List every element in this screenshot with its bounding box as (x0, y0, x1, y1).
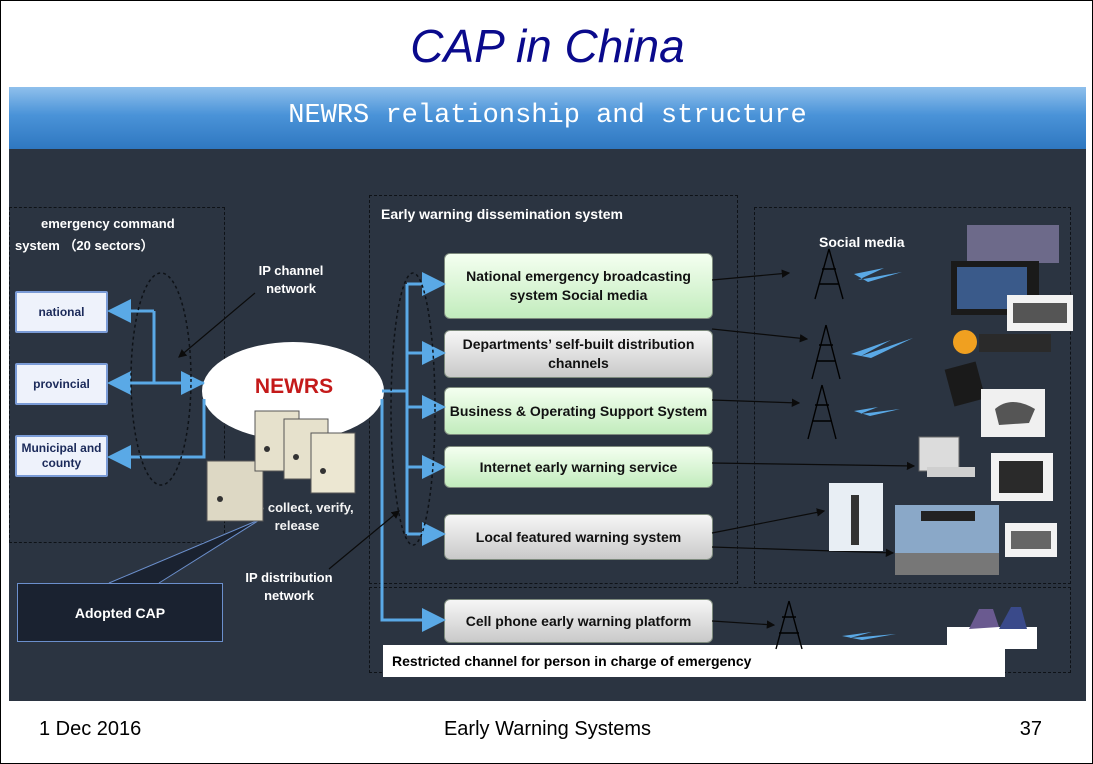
subtitle-banner: NEWRS relationship and structure (9, 87, 1086, 149)
emergency-command-heading: emergency command (41, 216, 175, 231)
footer-date: 1 Dec 2016 (39, 718, 142, 740)
diagram-panel: emergency command system （20 sectors） na… (9, 149, 1086, 701)
ip-channel-label: IP channel network (258, 263, 324, 296)
left-connectors (107, 299, 206, 469)
channel-internet: Internet early warning service (444, 446, 713, 488)
distribution-connectors (380, 272, 446, 632)
signal-waves (842, 268, 913, 640)
level-national: national (15, 291, 108, 333)
slide-title: CAP in China (410, 20, 685, 72)
channel-broadcasting: National emergency broadcasting system S… (444, 253, 713, 319)
social-media-group (754, 207, 1071, 584)
footer-title: Early Warning Systems (443, 718, 652, 740)
channel-boss: Business & Operating Support System (444, 387, 713, 435)
restricted-channel-label: Restricted channel for person in charge … (383, 645, 1005, 677)
emergency-command-heading-2: system （20 sectors） (15, 238, 154, 253)
tower-icons (775, 248, 844, 650)
diagram-connectors (107, 225, 1073, 650)
channel-local-featured: Local featured warning system (444, 514, 713, 560)
media-icons (829, 225, 1073, 649)
slide-subtitle: NEWRS relationship and structure (288, 101, 807, 131)
newrs-label: NEWRS (254, 375, 334, 398)
cell-phone-platform: Cell phone early warning platform (444, 599, 713, 643)
newrs-caption: Info collect, verify, release (240, 500, 354, 533)
server-icons (206, 410, 356, 522)
level-municipal-county: Municipal and county (15, 435, 108, 477)
footer-page-number: 37 (1019, 718, 1042, 740)
adopted-cap-callout: Adopted CAP (17, 583, 223, 642)
channel-departments: Departments’ self-built distribution cha… (444, 330, 713, 378)
social-media-label: Social media (819, 234, 905, 250)
dissemination-heading: Early warning dissemination system (381, 206, 623, 222)
ip-distribution-label: IP distribution network (245, 570, 333, 603)
